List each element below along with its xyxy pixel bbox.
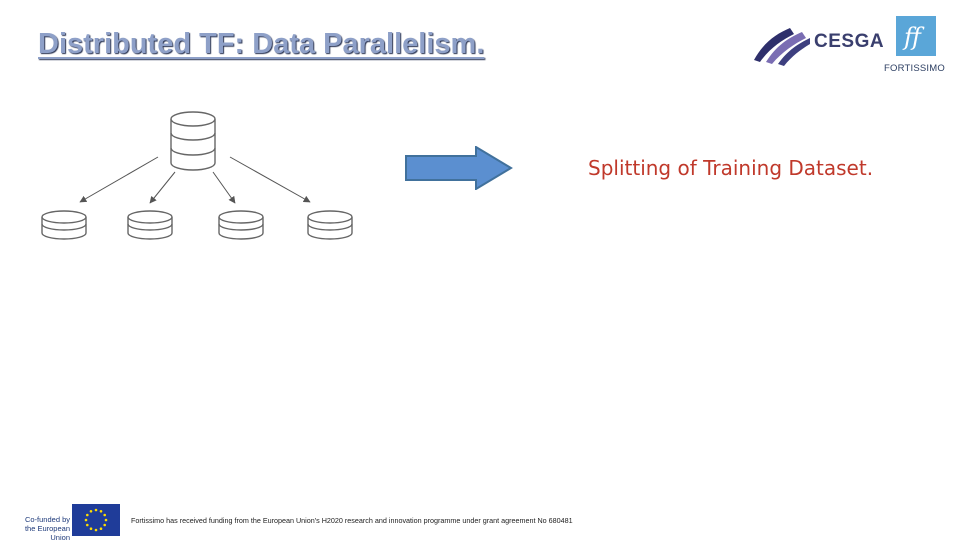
shard-database-icon bbox=[41, 210, 87, 240]
svg-text:ff: ff bbox=[902, 23, 925, 51]
eu-flag-icon bbox=[72, 504, 120, 536]
slide-title: Distributed TF: Data Parallelism. bbox=[38, 28, 485, 60]
cesga-logo bbox=[754, 28, 810, 66]
slide-subtitle: Splitting of Training Dataset. bbox=[588, 156, 874, 180]
eu-label-line2: the European Union bbox=[24, 524, 70, 542]
right-arrow-icon bbox=[405, 146, 513, 190]
data-split-diagram bbox=[41, 111, 353, 240]
fortissimo-logo-text: FORTISSIMO bbox=[884, 63, 945, 74]
eu-cofunded-label: Co-funded by the European Union bbox=[8, 515, 70, 542]
shard-database-icon bbox=[127, 210, 173, 240]
source-database-icon bbox=[170, 111, 216, 171]
shard-database-icon bbox=[218, 210, 264, 240]
fortissimo-logo: ff bbox=[896, 16, 936, 56]
funding-disclaimer: Fortissimo has received funding from the… bbox=[131, 516, 573, 525]
cesga-logo-text: CESGA bbox=[814, 31, 885, 52]
eu-label-line1: Co-funded by bbox=[24, 515, 70, 524]
shard-database-icon bbox=[307, 210, 353, 240]
split-arrows bbox=[79, 156, 311, 204]
